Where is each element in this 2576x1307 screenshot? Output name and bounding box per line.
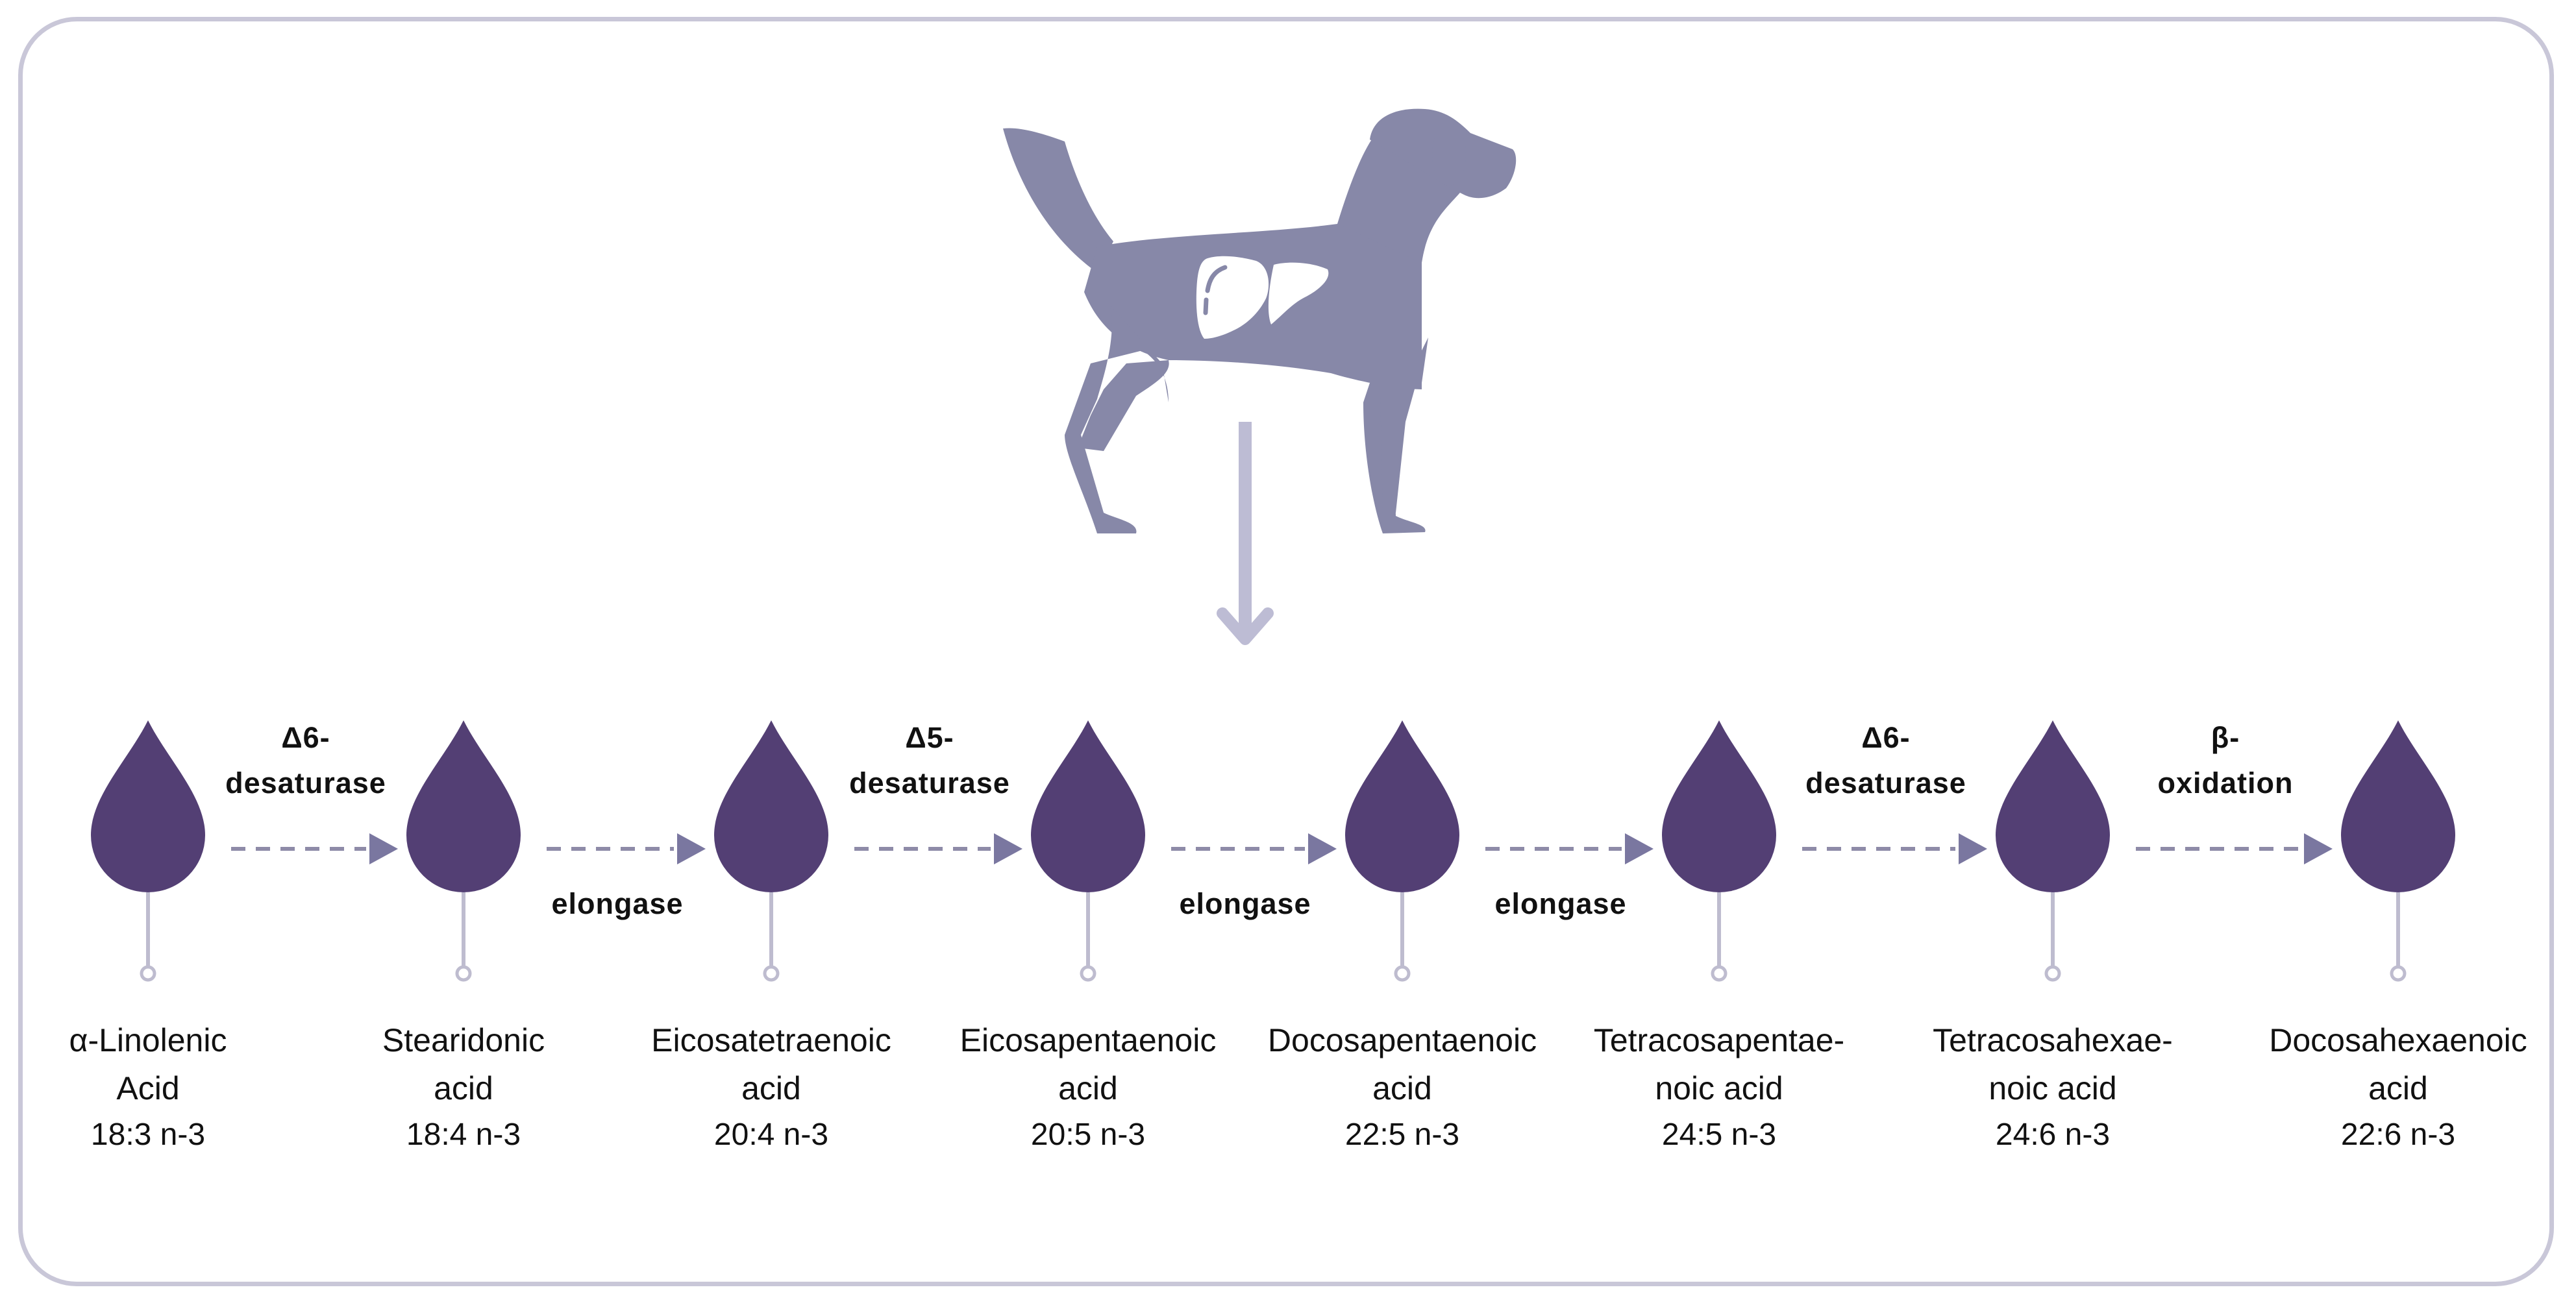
acid-name-line1: Eicosapentaenoic <box>960 1022 1217 1058</box>
acid-label: Stearidonic acid 18:4 n-3 <box>295 1016 632 1158</box>
arrow-head-icon <box>994 833 1022 864</box>
connector-dot <box>455 965 472 982</box>
acid-label: Tetracosapentae-noic acid 24:5 n-3 <box>1550 1016 1888 1158</box>
drop-icon <box>2341 720 2455 892</box>
acid-name-line1: α-Linolenic <box>69 1022 227 1058</box>
arrow-head-icon <box>1959 833 1987 864</box>
down-arrow-icon <box>1217 422 1274 645</box>
acid-label: Tetracosahexae-noic acid 24:6 n-3 <box>1884 1016 2222 1158</box>
enzyme-label: β-oxidation <box>2096 715 2355 806</box>
acid-formula: 24:6 n-3 <box>1995 1118 2111 1152</box>
enzyme-label-line2: oxidation <box>2157 766 2294 800</box>
liver-icon <box>1196 256 1329 339</box>
connector-dot <box>140 965 156 982</box>
enzyme-label-line1: Δ6- <box>1861 721 1911 754</box>
enzyme-label-line2: desaturase <box>1805 766 1966 800</box>
drop-icon <box>1031 720 1145 892</box>
acid-name-line2: Acid <box>116 1070 180 1106</box>
acid-node <box>1345 720 1459 982</box>
acid-node <box>2341 720 2455 982</box>
enzyme-label: Δ6- desaturase <box>176 715 436 806</box>
drop-icon <box>1996 720 2110 892</box>
reaction-arrow <box>854 833 1022 864</box>
connector-dot <box>763 965 780 982</box>
reaction-arrow <box>231 833 398 864</box>
acid-node <box>91 720 205 982</box>
enzyme-label: elongase <box>1431 881 1690 927</box>
connector-dot <box>2044 965 2061 982</box>
enzyme-label: elongase <box>1115 881 1375 927</box>
acid-name-line2: noic acid <box>1655 1070 1783 1106</box>
enzyme-label-line1: Δ6- <box>281 721 330 754</box>
acid-formula: 22:6 n-3 <box>2340 1118 2456 1152</box>
acid-formula: 18:3 n-3 <box>90 1118 206 1152</box>
acid-name-line1: Tetracosahexae- <box>1933 1022 2173 1058</box>
acid-label: Eicosapentaenoic acid 20:5 n-3 <box>919 1016 1257 1158</box>
acid-formula: 22:5 n-3 <box>1344 1118 1460 1152</box>
dog-icon <box>1003 108 1517 533</box>
arrow-head-icon <box>369 833 398 864</box>
drop-icon <box>406 720 521 892</box>
arrow-head-icon <box>677 833 706 864</box>
acid-node <box>1996 720 2110 982</box>
drop-icon <box>1345 720 1459 892</box>
acid-name-line1: Tetracosapentae- <box>1593 1022 1845 1058</box>
enzyme-label-line1: β- <box>2211 721 2240 754</box>
reaction-arrow <box>2136 833 2333 864</box>
reaction-arrow <box>1485 833 1653 864</box>
reaction-arrow <box>1171 833 1337 864</box>
acid-label: Eicosatetraenoic acid 20:4 n-3 <box>602 1016 940 1158</box>
reaction-arrow <box>547 833 706 864</box>
reaction-arrow <box>1802 833 1987 864</box>
acid-name-line2: acid <box>741 1070 801 1106</box>
acid-label: Docosahexaenoic acid 22:6 n-3 <box>2229 1016 2567 1158</box>
acid-name-line1: Eicosatetraenoic <box>651 1022 891 1058</box>
acid-node <box>1662 720 1776 982</box>
connector-dot <box>1394 965 1411 982</box>
arrow-head-icon <box>1308 833 1337 864</box>
drop-icon <box>714 720 828 892</box>
drop-icon <box>91 720 205 892</box>
acid-name-line1: Stearidonic <box>382 1022 545 1058</box>
enzyme-label-line2: desaturase <box>225 766 386 800</box>
acid-formula: 24:5 n-3 <box>1661 1118 1777 1152</box>
arrow-head-icon <box>1625 833 1653 864</box>
acid-formula: 18:4 n-3 <box>406 1118 521 1152</box>
enzyme-label-line1: Δ5- <box>905 721 954 754</box>
enzyme-label-line1: elongase <box>1494 887 1627 920</box>
enzyme-label-line1: elongase <box>551 887 684 920</box>
acid-formula: 20:4 n-3 <box>713 1118 829 1152</box>
acid-name-line2: acid <box>1058 1070 1118 1106</box>
acid-node <box>406 720 521 982</box>
acid-name-line2: acid <box>434 1070 493 1106</box>
connector-dot <box>2390 965 2407 982</box>
acid-name-line1: Docosapentaenoic <box>1267 1022 1537 1058</box>
enzyme-label: Δ6- desaturase <box>1756 715 2016 806</box>
acid-name-line2: noic acid <box>1988 1070 2117 1106</box>
enzyme-label-line1: elongase <box>1179 887 1311 920</box>
acid-name-line2: acid <box>2368 1070 2428 1106</box>
drop-icon <box>1662 720 1776 892</box>
diagram-frame <box>18 17 2554 1286</box>
acid-formula: 20:5 n-3 <box>1030 1118 1146 1152</box>
acid-name-line2: acid <box>1372 1070 1432 1106</box>
enzyme-label-line2: desaturase <box>849 766 1010 800</box>
connector-dot <box>1711 965 1728 982</box>
acid-label: Docosapentaenoic acid 22:5 n-3 <box>1233 1016 1571 1158</box>
acid-name-line1: Docosahexaenoic <box>2269 1022 2527 1058</box>
acid-node <box>714 720 828 982</box>
enzyme-label: elongase <box>488 881 747 927</box>
arrow-head-icon <box>2304 833 2333 864</box>
enzyme-label: Δ5- desaturase <box>800 715 1059 806</box>
acid-node <box>1031 720 1145 982</box>
connector-dot <box>1080 965 1096 982</box>
